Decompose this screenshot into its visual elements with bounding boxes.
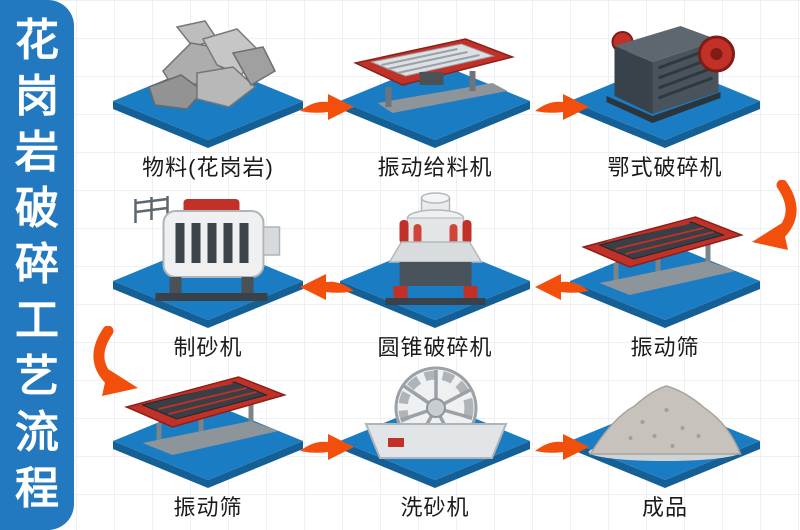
node-material: 物料(花岗岩) xyxy=(103,8,313,182)
node-label-material: 物料(花岗岩) xyxy=(142,155,274,180)
title-char: 岗 xyxy=(15,72,59,121)
node-cone-crusher: 圆锥破碎机 xyxy=(330,188,540,362)
arrow-right-icon xyxy=(300,434,354,460)
vibrating-feeder-image xyxy=(353,38,515,113)
vibrating-screen-image xyxy=(124,376,287,455)
title-char: 碎 xyxy=(15,240,59,289)
arrow-right-icon xyxy=(535,94,589,120)
flow-arrow-cone-to-sandmaker xyxy=(298,272,356,302)
cone-crusher-image xyxy=(385,192,486,305)
title-char: 艺 xyxy=(15,352,59,401)
arrow-curve-down-right-icon xyxy=(93,325,138,396)
arrow-left-icon xyxy=(300,274,354,300)
node-vibrating-feeder: 振动给料机 xyxy=(330,8,540,182)
node-label-vibrating-feeder: 振动给料机 xyxy=(377,155,493,180)
vibrating-screen-image xyxy=(581,216,744,295)
flow-arrow-screen-to-cone xyxy=(533,272,591,302)
title-char: 岩 xyxy=(15,128,59,177)
flow-arrow-feeder-to-jaw xyxy=(533,92,591,122)
flow-arrow-washer-to-product xyxy=(533,432,591,462)
title-char: 工 xyxy=(15,296,59,345)
node-sand-washer: 洗砂机 xyxy=(330,348,540,522)
sand-washer-image xyxy=(364,366,508,459)
node-label-cone-crusher: 圆锥破碎机 xyxy=(377,335,493,360)
node-label-jaw-crusher: 鄂式破碎机 xyxy=(607,155,723,180)
node-label-vibrating-screen-upper: 振动筛 xyxy=(630,335,700,360)
flowchart-title-bar: 花 岗 岩 破 碎 工 艺 流 程 xyxy=(0,0,74,530)
arrow-right-icon xyxy=(535,434,589,460)
node-vibrating-screen-lower: 振动筛 xyxy=(103,348,313,522)
title-char: 破 xyxy=(15,184,59,233)
node-vibrating-screen-upper: 振动筛 xyxy=(560,188,770,362)
finished-product-image xyxy=(588,385,742,461)
flow-arrow-material-to-feeder xyxy=(298,92,356,122)
jaw-crusher-image xyxy=(606,26,735,123)
flow-arrow-jaw-to-screen xyxy=(742,179,798,254)
node-label-vibrating-screen-lower: 振动筛 xyxy=(173,495,243,520)
node-label-sand-washer: 洗砂机 xyxy=(400,495,470,520)
title-char: 程 xyxy=(15,464,59,513)
sand-making-machine-image xyxy=(134,196,281,301)
arrow-curve-down-left-icon xyxy=(752,179,797,250)
node-label-finished-product: 成品 xyxy=(641,495,688,520)
title-char: 流 xyxy=(15,408,59,457)
arrow-right-icon xyxy=(300,94,354,120)
node-jaw-crusher: 鄂式破碎机 xyxy=(560,8,770,182)
node-label-sand-making-machine: 制砂机 xyxy=(173,335,243,360)
flow-arrow-screen-to-washer xyxy=(298,432,356,462)
flow-arrow-sandmaker-to-screen xyxy=(92,325,148,400)
granite-material-image xyxy=(148,20,276,110)
node-finished-product: 成品 xyxy=(560,348,770,522)
arrow-left-icon xyxy=(535,274,589,300)
node-sand-making-machine: 制砂机 xyxy=(103,188,313,362)
title-char: 花 xyxy=(15,16,59,65)
